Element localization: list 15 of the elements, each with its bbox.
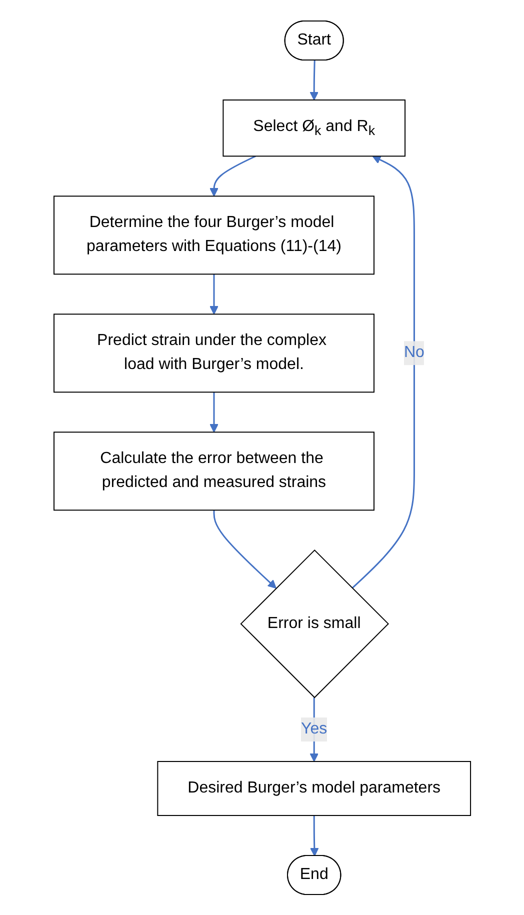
node-box: Select Ø$_{k}$ and R$_{k}$ (222, 99, 406, 156)
node-box: Desired Burger’s model parameters (156, 760, 471, 816)
arrow (351, 155, 415, 588)
node-box: Determine the four Burger’s model parameters with Equations (11)-(14) (53, 195, 374, 274)
node-diamond: Error is small (240, 549, 389, 698)
arrow (209, 274, 218, 314)
edge-label: No (404, 344, 424, 361)
node-box: Predict strain under the complex load with Burger’s model. (53, 313, 374, 392)
edge-label: Yes (300, 720, 327, 738)
arrow (212, 510, 276, 588)
arrow (209, 155, 256, 196)
arrow (310, 815, 319, 856)
arrow (209, 392, 218, 432)
node-box: Calculate the error between the predicted and measured strains (53, 431, 374, 510)
arrow (309, 60, 318, 100)
